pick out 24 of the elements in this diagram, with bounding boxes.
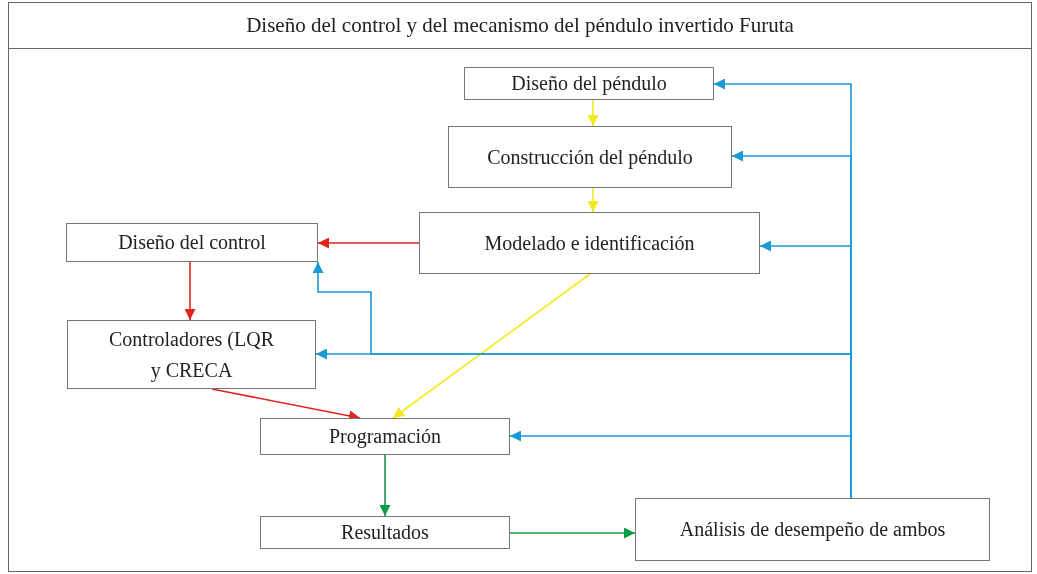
box-label: Resultados [341, 520, 429, 545]
arrow [587, 99, 599, 127]
process-box [260, 516, 510, 549]
process-box [66, 223, 318, 262]
process-box [448, 126, 732, 188]
arrow [184, 261, 196, 321]
box-label: Controladores (LQR y CRECA [108, 326, 275, 384]
box-label: Análisis de desempeño de ambos [679, 517, 946, 543]
box-label: Programación [328, 424, 442, 450]
box-label: Diseño del control [118, 230, 266, 255]
diagram-title: Diseño del control y del mecanismo del péndulo invertido Furuta [246, 12, 794, 38]
arrow [587, 187, 599, 213]
box-label: Construcción del péndulo [487, 144, 693, 171]
box-label: Modelado e identificación [484, 230, 695, 256]
arrow [509, 527, 636, 539]
box-label: Diseño del péndulo [511, 71, 667, 97]
arrow [379, 454, 391, 517]
process-box [419, 212, 760, 274]
arrow [317, 237, 420, 249]
arrow [392, 273, 591, 419]
process-box [67, 320, 316, 389]
process-box [464, 67, 714, 100]
process-box [635, 498, 990, 561]
process-box [260, 418, 510, 455]
